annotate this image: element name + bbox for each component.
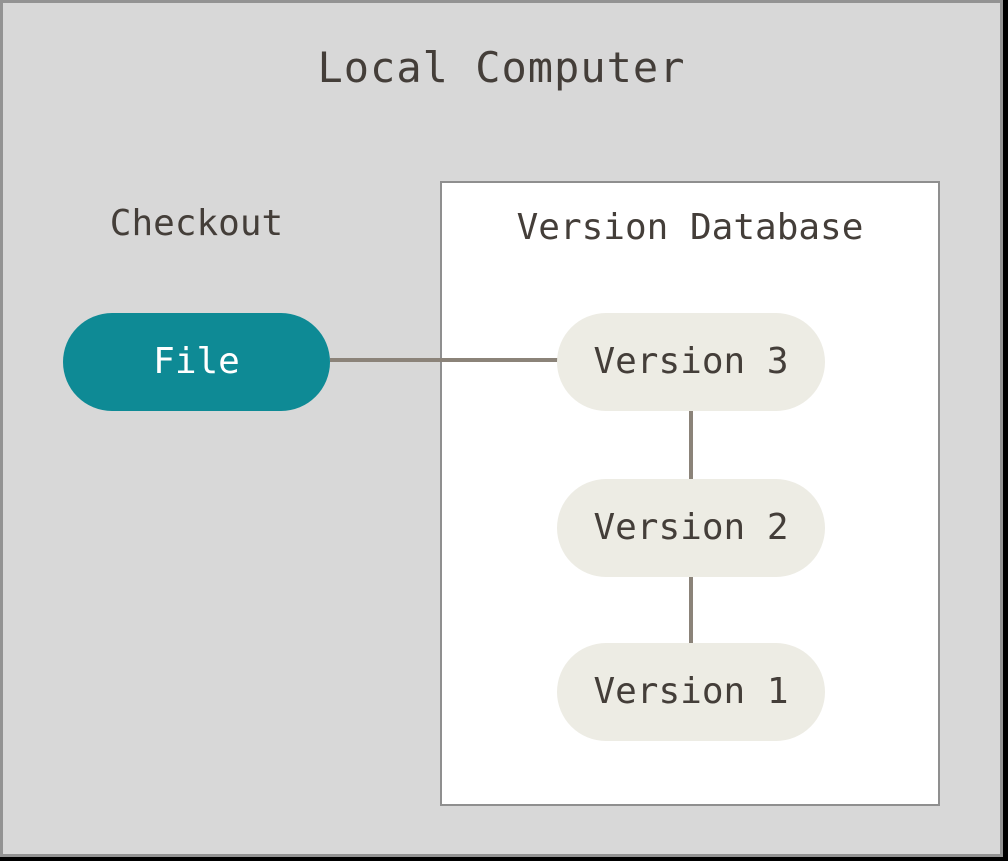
connector-version3-to-version2 <box>689 411 693 479</box>
version-1-node: Version 1 <box>557 643 825 741</box>
checkout-label: Checkout <box>109 203 284 244</box>
diagram-title: Local Computer <box>317 43 686 92</box>
version-3-node: Version 3 <box>557 313 825 411</box>
connector-file-to-version3 <box>330 358 560 362</box>
version-database-title: Version Database <box>516 207 864 248</box>
version-2-node: Version 2 <box>557 479 825 577</box>
connector-version2-to-version1 <box>689 577 693 643</box>
file-node: File <box>63 313 330 411</box>
